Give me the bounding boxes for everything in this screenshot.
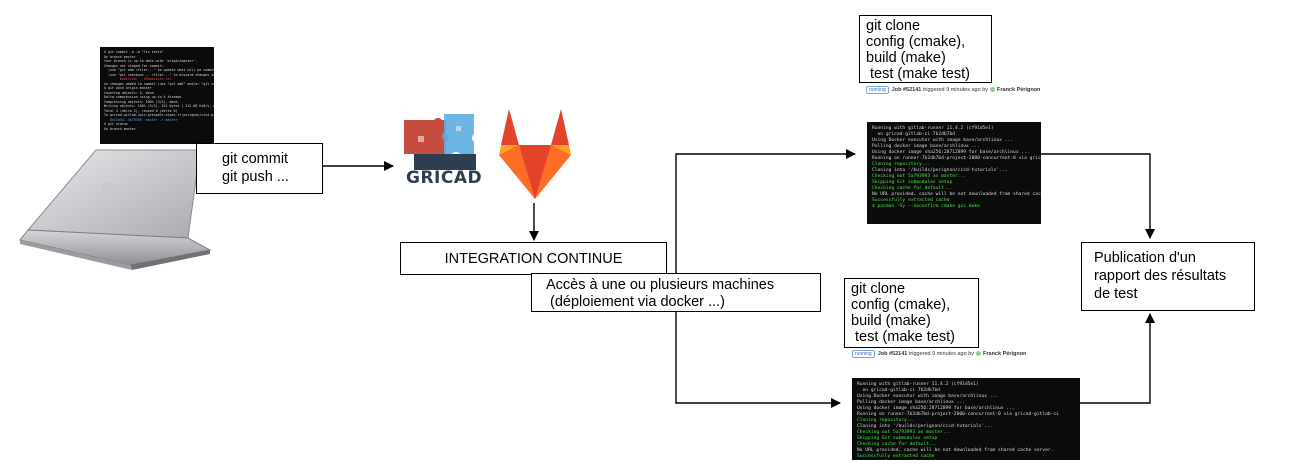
laptop-illustration	[10, 40, 230, 270]
access-box: Accès à une ou plusieurs machines (déplo…	[531, 273, 821, 312]
laptop-terminal-screenshot: $ git commit -a -m "fix tests"On branch …	[100, 47, 214, 144]
terminal-line: Counting objects: 5, done.	[104, 90, 156, 95]
log-line: Skipping Git submodules setup	[857, 436, 938, 441]
log-line: Pulling docker image base/archlinux ...	[857, 400, 965, 405]
log-line: Running with gitlab-runner 11.4.2 (cf91d…	[857, 382, 979, 387]
arrow-ci-to-bottom-job	[675, 312, 841, 408]
terminal-line: modified: CMakeLists.txt	[104, 77, 172, 81]
top-status-badge: running	[866, 86, 889, 94]
terminal-line: Writing objects: 100% (3/3), 312 bytes |…	[104, 104, 214, 108]
log-line: Running with gitlab-runner 11.4.2 (cf91d…	[872, 126, 994, 131]
top-step-4: test (make test)	[866, 66, 970, 82]
bottom-step-4: test (make test)	[851, 329, 955, 345]
gricad-logo-text: GRICAD	[406, 168, 483, 188]
bottom-steps-box: git clone config (cmake), build (make) t…	[844, 278, 979, 348]
log-line: Running on runner-7b2db7bd-project-2000-…	[872, 156, 1041, 161]
gricad-puzzle-icon	[404, 114, 476, 170]
terminal-line: $ git status	[104, 122, 128, 126]
report-line-3: de test	[1094, 286, 1138, 302]
log-line: No URL provided, cache will be not downl…	[857, 448, 1054, 453]
top-step-3: build (make)	[866, 50, 946, 66]
log-line: Checking cache for default...	[872, 186, 953, 191]
terminal-line: On branch master	[104, 54, 136, 59]
log-line: Cloning repository...	[872, 162, 931, 167]
report-line-2: rapport des résultats	[1094, 268, 1227, 284]
commit-line-1: git commit	[222, 151, 289, 167]
bottom-job-id: Job #52141	[877, 351, 908, 357]
arrow-ci-to-top-job	[675, 149, 856, 273]
top-avatar	[990, 87, 996, 93]
top-step-1: git clone	[866, 18, 921, 34]
terminal-line: Total 3 (delta 2), reused 0 (delta 0)	[104, 108, 178, 113]
commit-line-2: git push ...	[222, 169, 289, 185]
log-line: Skipping Git submodules setup	[872, 180, 953, 185]
report-box: Publication d'un rapport des résultats d…	[1081, 242, 1255, 311]
top-steps-box: git clone config (cmake), build (make) t…	[859, 15, 992, 83]
bottom-step-1: git clone	[851, 281, 906, 297]
log-line: on gricad-gitlab-ci 7b2db7bd	[857, 388, 940, 393]
terminal-line: $ git commit -a -m "fix tests"	[104, 50, 164, 54]
top-job-id: Job #52141	[891, 87, 922, 93]
bottom-job-meta: triggered 9 minutes ago by	[908, 351, 975, 357]
log-line: on gricad-gitlab-ci 7b2db7bd	[872, 132, 955, 137]
gricad-logo: GRICAD	[400, 112, 486, 194]
log-line: Successfully extracted cache	[872, 198, 950, 203]
log-line: Using docker image sha256:28712899 for b…	[872, 150, 1030, 155]
log-line: Using Docker executor with image base/ar…	[872, 138, 1014, 143]
top-job-log: Running with gitlab-runner 11.4.2 (cf91d…	[867, 122, 1041, 224]
terminal-line: Compressing objects: 100% (3/3), done.	[104, 99, 180, 104]
bottom-step-3: build (make)	[851, 313, 931, 329]
log-line: $ pacman -Sy --noconfirm cmake gcc make	[872, 204, 980, 209]
gitlab-fox-icon	[499, 109, 571, 199]
report-line-1: Publication d'un	[1094, 250, 1196, 266]
gitlab-logo	[497, 107, 573, 201]
log-line: Using docker image sha256:28712899 for b…	[857, 406, 1015, 411]
arrow-bottom-job-to-report	[1080, 313, 1155, 404]
log-line: Checking out 5a793993 as master...	[857, 430, 952, 435]
access-line-2: (déploiement via docker ...)	[546, 294, 725, 310]
bottom-job-log: Running with gitlab-runner 11.4.2 (cf91d…	[852, 378, 1080, 460]
arrow-top-job-to-report	[1041, 153, 1155, 239]
log-line: Cloning into '/builds/perignon/cicd-tuto…	[872, 168, 1008, 173]
top-job-user: Franck Pérignon	[997, 87, 1041, 93]
ci-label: INTEGRATION CONTINUE	[444, 251, 623, 267]
access-line-1: Accès à une ou plusieurs machines	[546, 277, 775, 293]
bottom-status-badge: running	[852, 350, 875, 358]
terminal-line: On branch master	[104, 126, 136, 131]
top-step-2: config (cmake),	[866, 34, 966, 50]
log-line: Running on runner-7b2db7bd-project-2000-…	[857, 412, 1059, 417]
terminal-line: Delta compression using up to 4 threads.	[104, 95, 184, 99]
log-line: Cloning into '/builds/perignon/cicd-tuto…	[857, 424, 993, 429]
laptop-icon	[19, 149, 212, 270]
commit-box: git commit git push ...	[196, 143, 323, 194]
log-line: Checking out 5a793993 as master...	[872, 174, 967, 179]
log-line: Using Docker executor with image base/ar…	[857, 394, 999, 399]
top-job-meta: triggered 9 minutes ago by	[922, 87, 989, 93]
log-line: Checking cache for default...	[857, 442, 938, 447]
terminal-line: To gricad-gitlab.univ-grenoble-alpes.fr:…	[104, 113, 214, 117]
terminal-line: Your branch is up to date with 'origin/m…	[104, 59, 198, 63]
log-line: Cloning repository...	[857, 418, 916, 423]
terminal-line: 8e12a34..5a79399 master -> master	[104, 117, 178, 122]
terminal-line: (use "git add <file>..." to update what …	[104, 68, 214, 72]
bottom-step-2: config (cmake),	[851, 297, 951, 313]
log-line: Pulling docker image base/archlinux ...	[872, 144, 980, 149]
bottom-job-user: Franck Pérignon	[983, 351, 1027, 357]
terminal-line: Changes not staged for commit:	[104, 63, 164, 68]
log-line: Successfully extracted cache	[857, 454, 935, 459]
bottom-avatar	[976, 351, 982, 357]
terminal-line: $ git push origin master	[104, 86, 152, 90]
